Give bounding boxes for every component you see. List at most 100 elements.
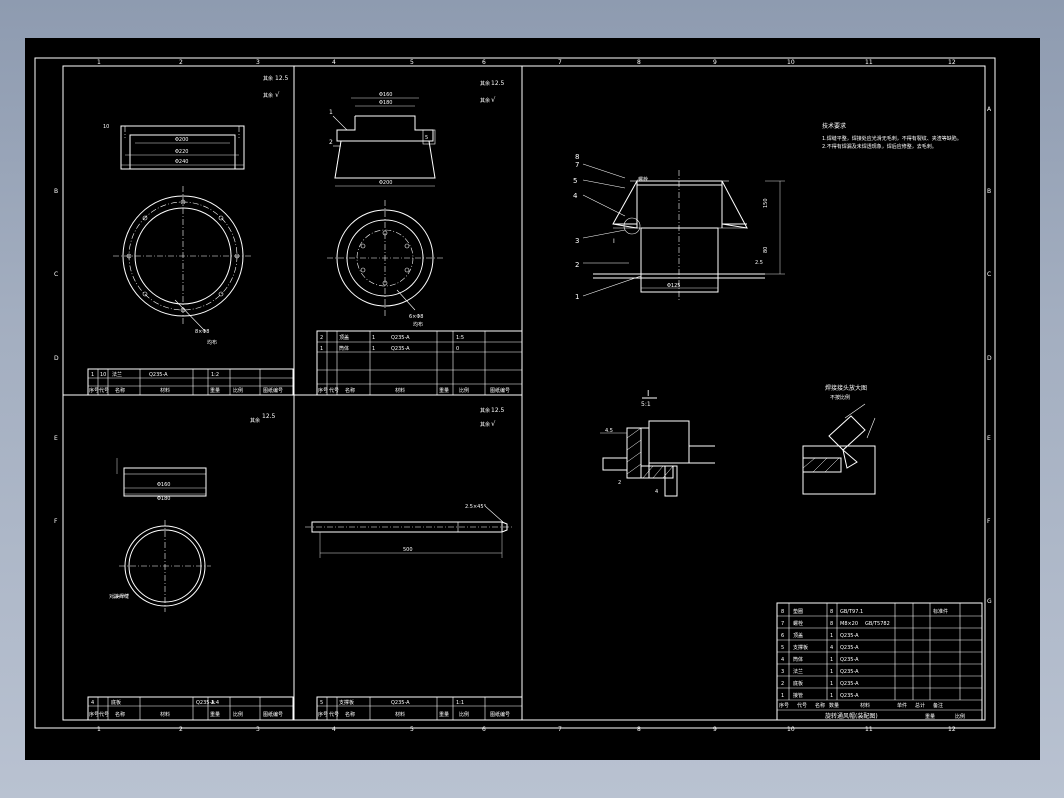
svg-text:1:1: 1:1 <box>456 700 464 706</box>
svg-text:重量: 重量 <box>439 387 449 394</box>
svg-text:8×Φ8: 8×Φ8 <box>195 329 210 335</box>
svg-text:G: G <box>987 598 992 605</box>
panel-flange: 其余 12.5 其余 √ Φ200 Φ220 Φ240 10 8×Φ8 均布 <box>87 75 294 396</box>
svg-text:比例: 比例 <box>955 713 965 720</box>
svg-text:1: 1 <box>329 109 333 116</box>
svg-text:比例: 比例 <box>233 387 243 394</box>
svg-text:10: 10 <box>100 372 106 378</box>
zone-col-10-b: 10 <box>787 726 795 733</box>
svg-text:A: A <box>987 106 992 113</box>
svg-text:法兰: 法兰 <box>112 371 122 378</box>
svg-text:12.5: 12.5 <box>262 413 276 420</box>
svg-text:代号: 代号 <box>329 387 339 394</box>
zone-columns-top: 1 2 3 4 5 6 7 8 9 10 11 12 <box>97 59 956 66</box>
tech-requirements: 技术要求 1.焊缝平整，焊接处应光滑无毛刺，不得有裂纹、夹渣等缺陷。 2.不得有… <box>822 122 962 150</box>
svg-text:1: 1 <box>372 346 375 352</box>
svg-text:代号: 代号 <box>99 387 109 394</box>
svg-text:对接焊缝: 对接焊缝 <box>109 593 129 600</box>
zone-col-4-b: 4 <box>332 726 336 733</box>
zone-col-1-b: 1 <box>97 726 101 733</box>
svg-text:0: 0 <box>456 346 459 352</box>
svg-text:Φ180: Φ180 <box>157 496 170 502</box>
svg-text:重量: 重量 <box>925 713 935 720</box>
svg-text:4.5: 4.5 <box>605 428 613 434</box>
svg-text:2.5×45°: 2.5×45° <box>465 504 487 510</box>
svg-text:1.焊缝平整，焊接处应光滑无毛刺，不得有裂纹、夹渣等缺陷。: 1.焊缝平整，焊接处应光滑无毛刺，不得有裂纹、夹渣等缺陷。 <box>822 135 962 142</box>
svg-text:7: 7 <box>781 621 784 627</box>
svg-text:8: 8 <box>830 621 833 627</box>
svg-text:I: I <box>647 389 649 398</box>
svg-text:螺栓: 螺栓 <box>793 620 803 627</box>
svg-text:材料: 材料 <box>160 711 170 718</box>
svg-text:D: D <box>987 355 992 362</box>
svg-text:1: 1 <box>830 693 833 699</box>
svg-text:Q235-A: Q235-A <box>196 700 215 706</box>
table-flange <box>87 368 294 396</box>
svg-text:材料: 材料 <box>395 387 405 394</box>
svg-text:8: 8 <box>830 609 833 615</box>
outer-border <box>34 57 996 729</box>
tech-title: 技术要求 <box>822 122 846 130</box>
panel-base: 其余 12.5 Φ160 Φ180 对接焊缝 4 底板 Q235-A 1:4 序… <box>87 413 294 721</box>
zone-col-5: 5 <box>410 59 414 66</box>
svg-text:6×Φ8: 6×Φ8 <box>409 314 424 320</box>
svg-text:1: 1 <box>830 633 833 639</box>
title-block <box>776 602 983 721</box>
zone-col-12-b: 12 <box>948 726 956 733</box>
zone-col-10: 10 <box>787 59 795 66</box>
zone-col-2: 2 <box>179 59 183 66</box>
base-side <box>123 467 207 497</box>
cone-right <box>721 180 748 229</box>
svg-text:备注: 备注 <box>933 702 943 709</box>
svg-text:底板: 底板 <box>793 680 803 687</box>
svg-text:6: 6 <box>781 633 784 639</box>
svg-text:1: 1 <box>372 335 375 341</box>
svg-text:3: 3 <box>781 669 784 675</box>
svg-text:3: 3 <box>575 237 579 245</box>
svg-text:接管: 接管 <box>793 692 803 699</box>
zone-col-2-b: 2 <box>179 726 183 733</box>
svg-text:√: √ <box>491 420 496 428</box>
svg-text:4: 4 <box>830 645 833 651</box>
svg-text:代号: 代号 <box>797 702 807 709</box>
svg-text:其余: 其余 <box>480 407 490 414</box>
svg-text:支撑板: 支撑板 <box>339 699 354 706</box>
svg-text:Φ240: Φ240 <box>175 159 188 165</box>
svg-text:√: √ <box>275 91 280 99</box>
svg-text:Φ200: Φ200 <box>379 180 392 186</box>
pipe-body <box>640 227 719 293</box>
svg-text:名称: 名称 <box>815 702 825 709</box>
svg-text:5: 5 <box>425 135 428 141</box>
svg-text:F: F <box>54 518 58 525</box>
svg-text:重量: 重量 <box>210 387 220 394</box>
svg-text:4: 4 <box>781 657 784 663</box>
svg-text:单件: 单件 <box>897 702 907 709</box>
svg-text:比例: 比例 <box>459 711 469 718</box>
svg-text:C: C <box>987 271 991 278</box>
zone-col-8: 8 <box>637 59 641 66</box>
zone-col-8-b: 8 <box>637 726 641 733</box>
svg-text:1:5: 1:5 <box>456 335 464 341</box>
detail-view-i: I 5:1 4.5 2 4 <box>600 389 715 497</box>
svg-text:1:4: 1:4 <box>211 700 219 706</box>
svg-text:其余: 其余 <box>250 417 260 424</box>
svg-text:1: 1 <box>575 293 579 301</box>
cone-outer-circle <box>336 209 434 307</box>
svg-text:标准件: 标准件 <box>933 608 948 615</box>
svg-text:数量: 数量 <box>829 702 839 709</box>
svg-text:500: 500 <box>403 547 413 553</box>
svg-text:5:1: 5:1 <box>641 401 651 408</box>
svg-text:总计: 总计 <box>915 702 925 709</box>
zone-columns-bottom: 1 2 3 4 5 6 7 8 9 10 11 12 <box>97 726 956 733</box>
svg-text:名称: 名称 <box>115 387 125 394</box>
zone-col-9: 9 <box>713 59 717 66</box>
svg-text:1: 1 <box>91 372 94 378</box>
svg-text:10: 10 <box>103 124 109 130</box>
svg-text:D: D <box>54 355 59 362</box>
table-cone <box>316 330 523 396</box>
svg-text:代号: 代号 <box>329 711 339 718</box>
svg-text:I: I <box>613 238 615 245</box>
cone-left <box>612 179 638 229</box>
svg-text:1: 1 <box>781 693 784 699</box>
svg-text:2: 2 <box>329 139 333 146</box>
